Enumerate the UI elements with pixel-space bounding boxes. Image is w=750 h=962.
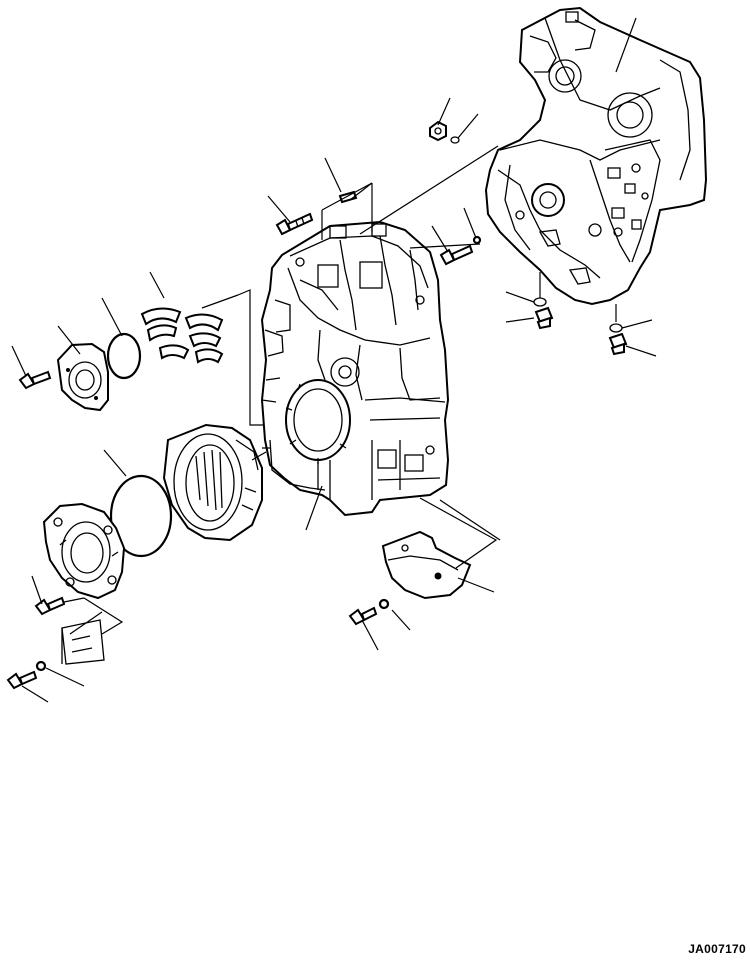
bolt-center [439, 244, 474, 266]
washer-top [450, 136, 460, 144]
lower-cover [381, 530, 472, 600]
o-ring-large [109, 474, 173, 558]
plug-right [608, 332, 628, 356]
drawing-code: JA007170 [688, 942, 746, 956]
gasket-center [533, 297, 547, 307]
washer-center [472, 235, 482, 245]
nut-top [429, 120, 447, 142]
ring-gear-drum [162, 423, 263, 542]
gasket-right [609, 323, 623, 333]
front-cover [42, 502, 126, 600]
washer-bottom-left [35, 660, 47, 672]
assembly-lines [63, 145, 617, 635]
bolt-bottom-left [6, 670, 38, 690]
thrust-washers [140, 307, 224, 364]
bolt-left [18, 370, 52, 390]
rear-housing [484, 6, 708, 306]
o-ring-small [106, 332, 142, 380]
callout-leaders [11, 17, 657, 703]
bearing-retainer [56, 342, 109, 412]
bolt-bottom-center [348, 606, 378, 626]
bracket-plate [61, 619, 105, 665]
plug-center [534, 306, 554, 330]
bolt-top-left [275, 212, 314, 236]
transmission-case [260, 220, 450, 517]
washer-bottom-center [378, 598, 390, 610]
